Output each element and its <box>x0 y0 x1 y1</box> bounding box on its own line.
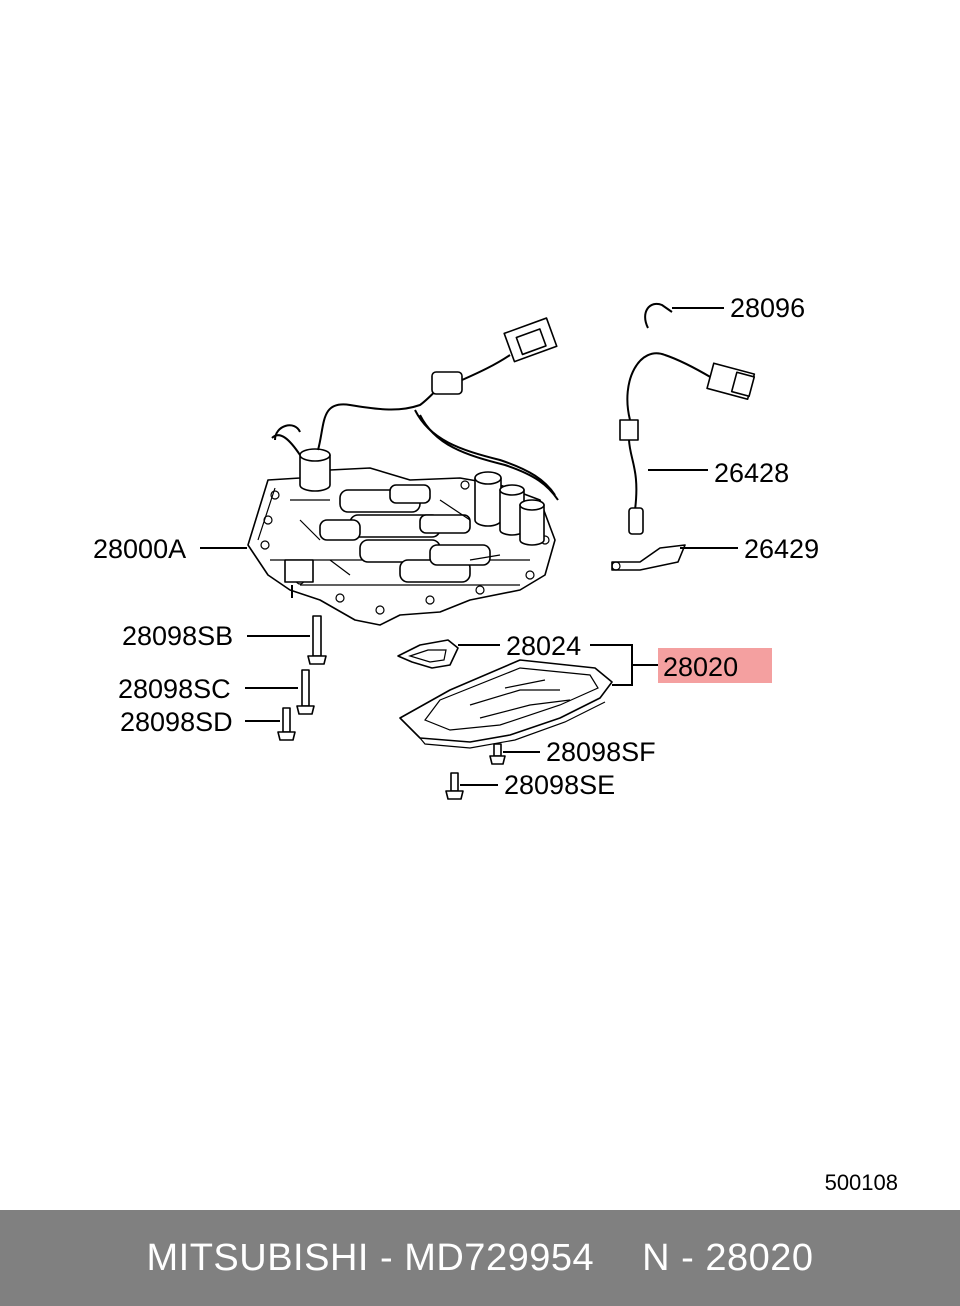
footer-bar: MITSUBISHI - MD729954 N - 28020 <box>0 1210 960 1306</box>
gasket-28024 <box>397 639 459 669</box>
label-28098SC: 28098SC <box>118 674 231 704</box>
bolt-28098SB <box>307 615 327 665</box>
diagram-code: 500108 <box>824 1170 898 1195</box>
footer-brand-part: MITSUBISHI - MD729954 <box>146 1236 595 1279</box>
label-28098SB: 28098SB <box>122 621 233 651</box>
highlight-28020 <box>658 648 772 683</box>
screw-28098SF <box>489 743 506 765</box>
label-28096: 28096 <box>730 293 805 323</box>
label-26429: 26429 <box>744 534 819 564</box>
label-28020: 28020 <box>663 652 738 682</box>
valve-body-drawing <box>247 317 559 626</box>
label-28098SD: 28098SD <box>120 707 233 737</box>
footer-ref: N - 28020 <box>642 1236 814 1279</box>
label-28024: 28024 <box>506 631 581 661</box>
bolt-28098SE <box>445 772 464 800</box>
clip-28096 <box>644 302 673 329</box>
label-28098SE: 28098SE <box>504 770 615 800</box>
label-26428: 26428 <box>714 458 789 488</box>
label-28000A: 28000A <box>93 534 186 564</box>
separator-plate-28020 <box>399 659 613 749</box>
bracket-26429 <box>611 544 686 571</box>
bolt-28098SC <box>296 669 315 715</box>
label-28098SF: 28098SF <box>546 737 656 767</box>
bolt-28098SD <box>277 707 296 741</box>
sensor-26428-drawing <box>619 352 756 535</box>
parts-diagram: 28096 26428 26429 28000A 28098SB 28098SC… <box>93 293 819 800</box>
